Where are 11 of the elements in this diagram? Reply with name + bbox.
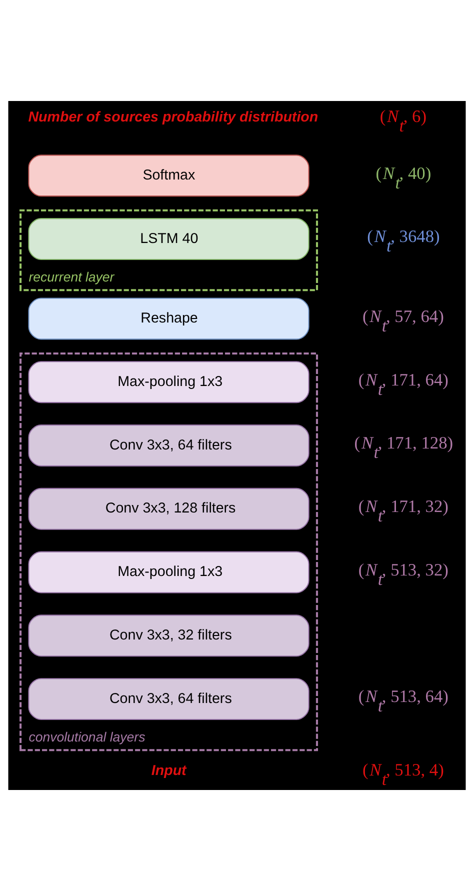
label: Number of sources probability distribution [28, 109, 318, 126]
node-box: Conv 3x3, 64 filters [28, 678, 310, 720]
node-box: LSTM 40 [28, 218, 310, 260]
node-box: Conv 3x3, 64 filters [28, 424, 310, 466]
node-box: Softmax [28, 154, 310, 196]
node-box: Conv 3x3, 128 filters [28, 487, 310, 530]
node-box: Max-pooling 1x3 [28, 550, 310, 593]
node-box: Max-pooling 1x3 [28, 360, 310, 403]
node-box: Reshape [28, 297, 310, 340]
label: Input [151, 762, 186, 778]
node-box: Conv 3x3, 32 filters [28, 614, 310, 656]
